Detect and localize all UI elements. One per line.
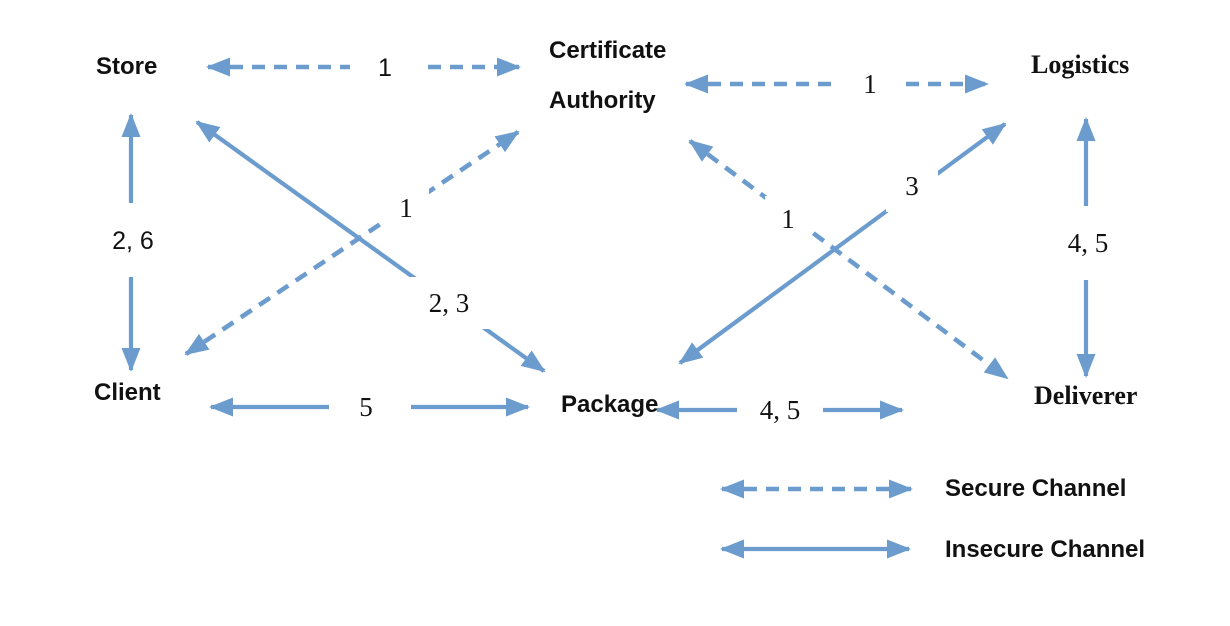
edge-label-client-package: 5: [329, 387, 411, 427]
node-store: Store: [96, 53, 158, 80]
edge-label-package-logistics: 3: [886, 160, 938, 212]
edge-label-package-deliverer: 4, 5: [737, 391, 823, 431]
edge-label: 4, 5: [760, 395, 801, 425]
edge-label-store-client: 2, 6: [93, 203, 173, 277]
legend-secure-label: Secure Channel: [945, 475, 1127, 502]
node-package: Package: [561, 391, 659, 418]
edge-label: 2, 6: [112, 227, 154, 255]
edge-label-store-package: 2, 3: [407, 277, 491, 329]
edge-store-package: [195, 120, 546, 373]
edge-label-client-ca: 1: [383, 185, 429, 231]
node-logistics: Logistics: [1031, 50, 1130, 79]
edge-label-ca-logistics: 1: [838, 67, 902, 101]
legend-insecure-label: Insecure Channel: [945, 536, 1146, 563]
node-deliverer: Deliverer: [1034, 381, 1138, 410]
edge-label: 1: [781, 204, 795, 234]
edge-label: 2, 3: [429, 288, 470, 318]
edge-label: 5: [359, 392, 373, 422]
edge-ca-deliverer: [688, 139, 1009, 380]
edge-label: 3: [905, 171, 919, 201]
edge-label: 1: [863, 69, 877, 99]
node-client: Client: [94, 379, 161, 406]
edge-package-logistics: [678, 122, 1007, 365]
edge-label-ca-deliverer: 1: [765, 196, 811, 242]
edge-label: 4, 5: [1068, 228, 1109, 258]
edge-client-ca: [184, 130, 520, 356]
edge-label-logistics-deliverer: 4, 5: [1048, 206, 1128, 280]
edge-label: 1: [399, 193, 413, 223]
edge-label: 1: [378, 54, 392, 82]
node-certificate-authority: Certificate Authority: [549, 37, 667, 114]
edge-label-store-ca: 1: [350, 50, 420, 84]
